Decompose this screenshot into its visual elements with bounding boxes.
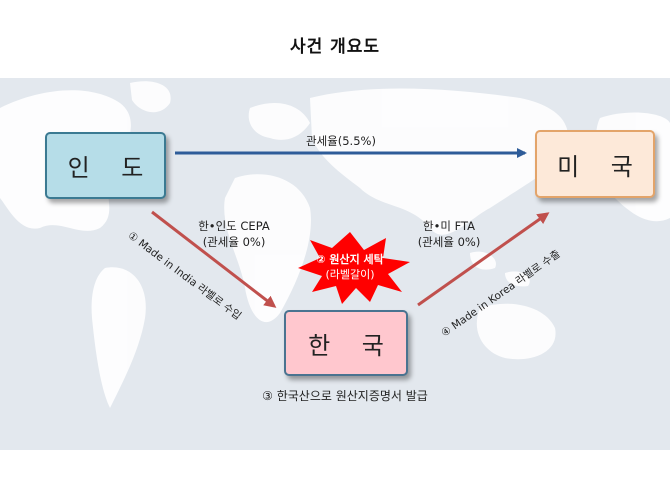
india-korea-tariff-label: (관세율 0%) xyxy=(202,235,266,249)
step3-label: ③ 한국산으로 원산지증명서 발급 xyxy=(262,389,428,403)
diagram-title: 사건 개요도 xyxy=(289,37,381,57)
india-korea-agreement-label: 한•인도 CEPA xyxy=(198,219,270,233)
laundering-burst-text: ② 원산지 세탁 (라벨갈이) xyxy=(290,252,410,282)
node-korea: 한 국 xyxy=(284,310,408,376)
node-usa: 미 국 xyxy=(535,130,655,198)
step2-subtitle: (라벨갈이) xyxy=(325,268,375,281)
node-korea-label: 한 국 xyxy=(308,331,396,360)
arrow-india-to-korea xyxy=(151,210,277,308)
node-india-label: 인 도 xyxy=(67,154,156,182)
arrow-korea-to-usa xyxy=(417,212,550,307)
step2-title: ② 원산지 세탁 xyxy=(316,253,384,266)
korea-usa-agreement-label: 한•미 FTA xyxy=(422,219,475,233)
india-usa-tariff-label: 관세율(5.5%) xyxy=(306,134,376,148)
korea-usa-tariff-label: (관세율 0%) xyxy=(417,235,481,249)
node-india: 인 도 xyxy=(45,132,166,199)
node-usa-label: 미 국 xyxy=(557,152,645,181)
laundering-burst-shape xyxy=(298,232,410,304)
